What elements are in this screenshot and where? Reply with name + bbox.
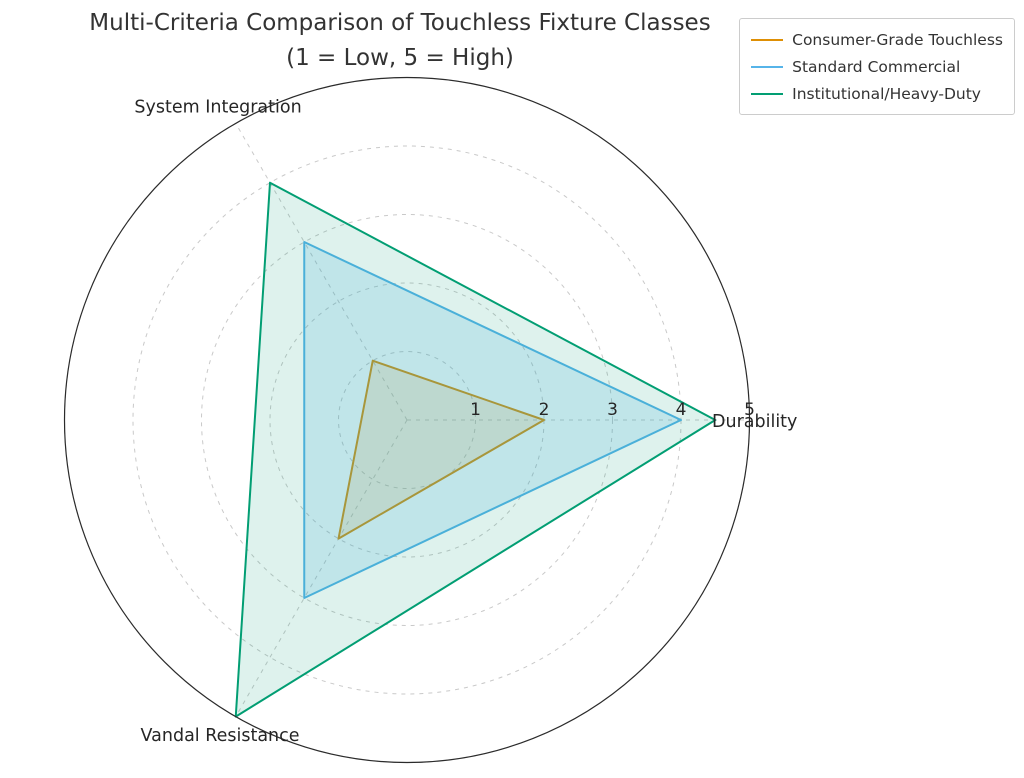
legend-line-sample bbox=[751, 65, 784, 68]
legend-line-sample bbox=[751, 38, 784, 41]
legend-item: Consumer-Grade Touchless bbox=[751, 26, 1003, 53]
legend-item-label: Institutional/Heavy-Duty bbox=[792, 84, 981, 103]
category-label-durability: Durability bbox=[712, 412, 797, 432]
chart-title-line2: (1 = Low, 5 = High) bbox=[286, 44, 514, 71]
series-polygon-1 bbox=[303, 241, 682, 599]
series-polygon-0 bbox=[337, 359, 545, 540]
radial-tick-label: 5 bbox=[744, 400, 755, 420]
legend-item-label: Consumer-Grade Touchless bbox=[792, 30, 1003, 49]
category-label-system-integration: System Integration bbox=[134, 97, 301, 117]
category-label-vandal-resistance: Vandal Resistance bbox=[141, 726, 300, 746]
radial-tick-label: 1 bbox=[470, 400, 481, 420]
chart-title: Multi-Criteria Comparison of Touchless F… bbox=[0, 6, 800, 75]
radial-tick-label: 2 bbox=[539, 400, 550, 420]
polar-spine bbox=[63, 76, 751, 764]
series-polygon-2 bbox=[234, 181, 717, 718]
legend-item: Institutional/Heavy-Duty bbox=[751, 80, 1003, 107]
radial-tick-label: 4 bbox=[676, 400, 687, 420]
chart-title-line1: Multi-Criteria Comparison of Touchless F… bbox=[89, 10, 711, 36]
legend-item-label: Standard Commercial bbox=[792, 57, 961, 76]
legend-line-sample bbox=[751, 92, 784, 95]
legend-item: Standard Commercial bbox=[751, 53, 1003, 80]
radial-tick-labels: 1 2 3 4 5 bbox=[470, 400, 755, 420]
radial-tick-label: 3 bbox=[607, 400, 618, 420]
